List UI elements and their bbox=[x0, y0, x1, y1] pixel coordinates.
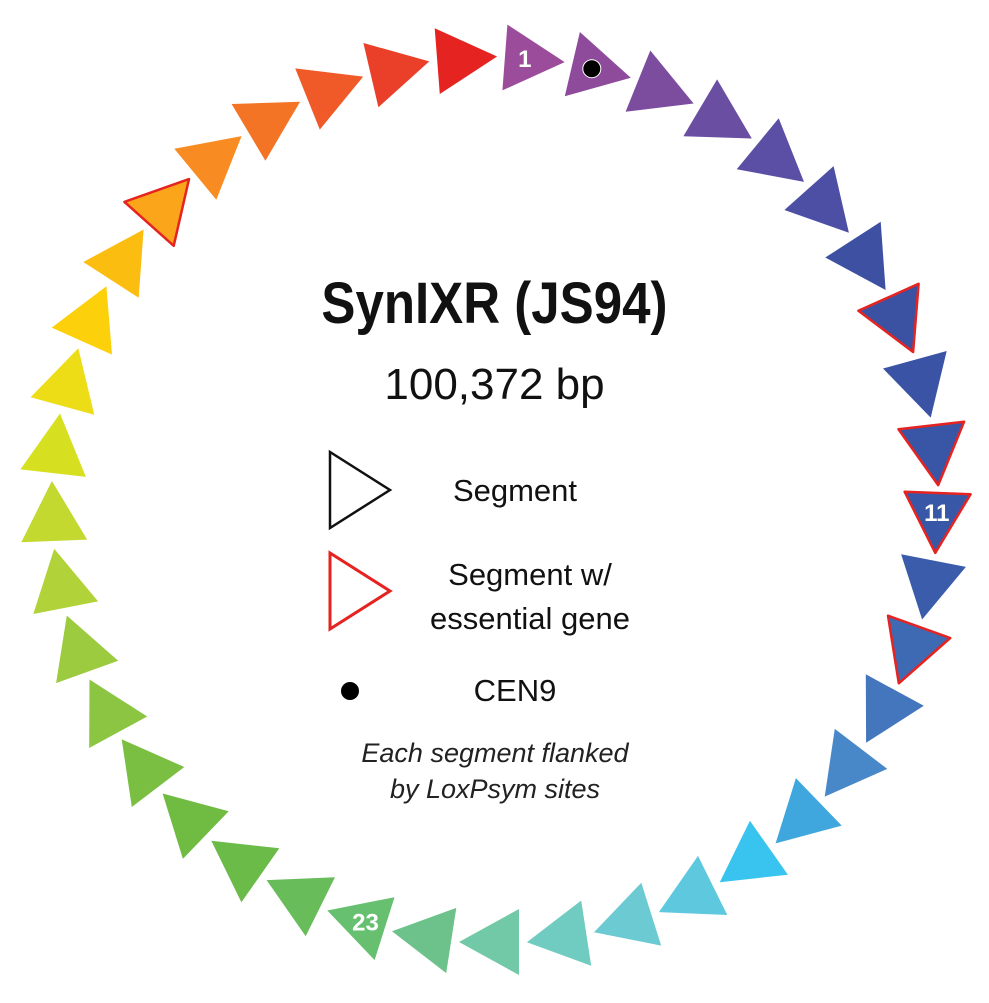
segment-arrow bbox=[901, 554, 966, 620]
segment-arrow bbox=[231, 101, 301, 161]
segment-arrow bbox=[824, 728, 888, 797]
segment-arrow bbox=[883, 351, 947, 418]
segment-arrow bbox=[51, 286, 112, 355]
segment-arrow bbox=[825, 221, 886, 290]
segment-arrow bbox=[174, 136, 242, 200]
legend-note: Each segment flanked by LoxPsym sites bbox=[320, 735, 670, 807]
segment-arrow bbox=[83, 229, 144, 298]
segment-arrow bbox=[33, 548, 99, 614]
essential-segment-arrow bbox=[897, 420, 966, 487]
segment-arrow bbox=[89, 679, 148, 748]
legend-essential-label-line2: essential gene bbox=[430, 601, 630, 636]
segment-number-label: 1 bbox=[518, 46, 531, 73]
segment-number-label: 23 bbox=[352, 910, 379, 937]
segment-arrow bbox=[56, 615, 119, 684]
segment-arrow bbox=[736, 118, 804, 182]
segment-arrow bbox=[295, 68, 364, 130]
legend-note-line2: by LoxPsym sites bbox=[389, 774, 601, 804]
legend-centromere-label: CEN9 bbox=[473, 673, 557, 708]
segment-arrow bbox=[363, 43, 430, 108]
segment-arrow bbox=[865, 674, 924, 743]
segment-arrow bbox=[121, 739, 185, 807]
segment-arrow bbox=[211, 840, 280, 903]
segment-arrow bbox=[162, 793, 229, 859]
segment-arrow bbox=[327, 897, 395, 961]
legend-centromere-icon bbox=[341, 682, 359, 700]
legend-shapes bbox=[328, 449, 393, 700]
segment-arrow bbox=[658, 855, 728, 915]
segment-arrow bbox=[502, 24, 565, 91]
legend-segment-icon bbox=[328, 449, 393, 531]
essential-segment-arrow bbox=[903, 490, 972, 555]
segment-arrow bbox=[20, 413, 86, 477]
legend-essential-label-line1: Segment w/ bbox=[448, 557, 612, 592]
essential-segment-arrow bbox=[886, 614, 952, 685]
segment-arrow bbox=[683, 79, 752, 139]
segment-arrow bbox=[526, 900, 592, 966]
segment-arrow bbox=[434, 28, 498, 95]
segment-arrow bbox=[30, 348, 95, 415]
segment-arrow bbox=[625, 50, 694, 112]
plasmid-title: SynIXR (JS94) bbox=[321, 271, 668, 336]
legend-segment-label: Segment bbox=[452, 473, 578, 508]
centromere-marker bbox=[582, 59, 602, 79]
essential-segment-arrow bbox=[857, 282, 920, 354]
legend-essential-segment-icon bbox=[328, 550, 393, 632]
essential-segment-arrow bbox=[123, 177, 191, 248]
segment-arrow bbox=[266, 877, 335, 937]
segment-arrow bbox=[392, 907, 457, 974]
legend-note-line1: Each segment flanked bbox=[361, 738, 629, 768]
segment-arrow bbox=[719, 820, 788, 883]
segment-number-label: 11 bbox=[924, 500, 949, 527]
segment-arrow bbox=[594, 882, 662, 946]
plasmid-size: 100,372 bp bbox=[384, 360, 605, 409]
segment-arrow bbox=[784, 166, 849, 233]
segment-arrow bbox=[21, 481, 88, 543]
segment-arrow bbox=[775, 778, 842, 844]
segment-arrow bbox=[459, 909, 519, 975]
